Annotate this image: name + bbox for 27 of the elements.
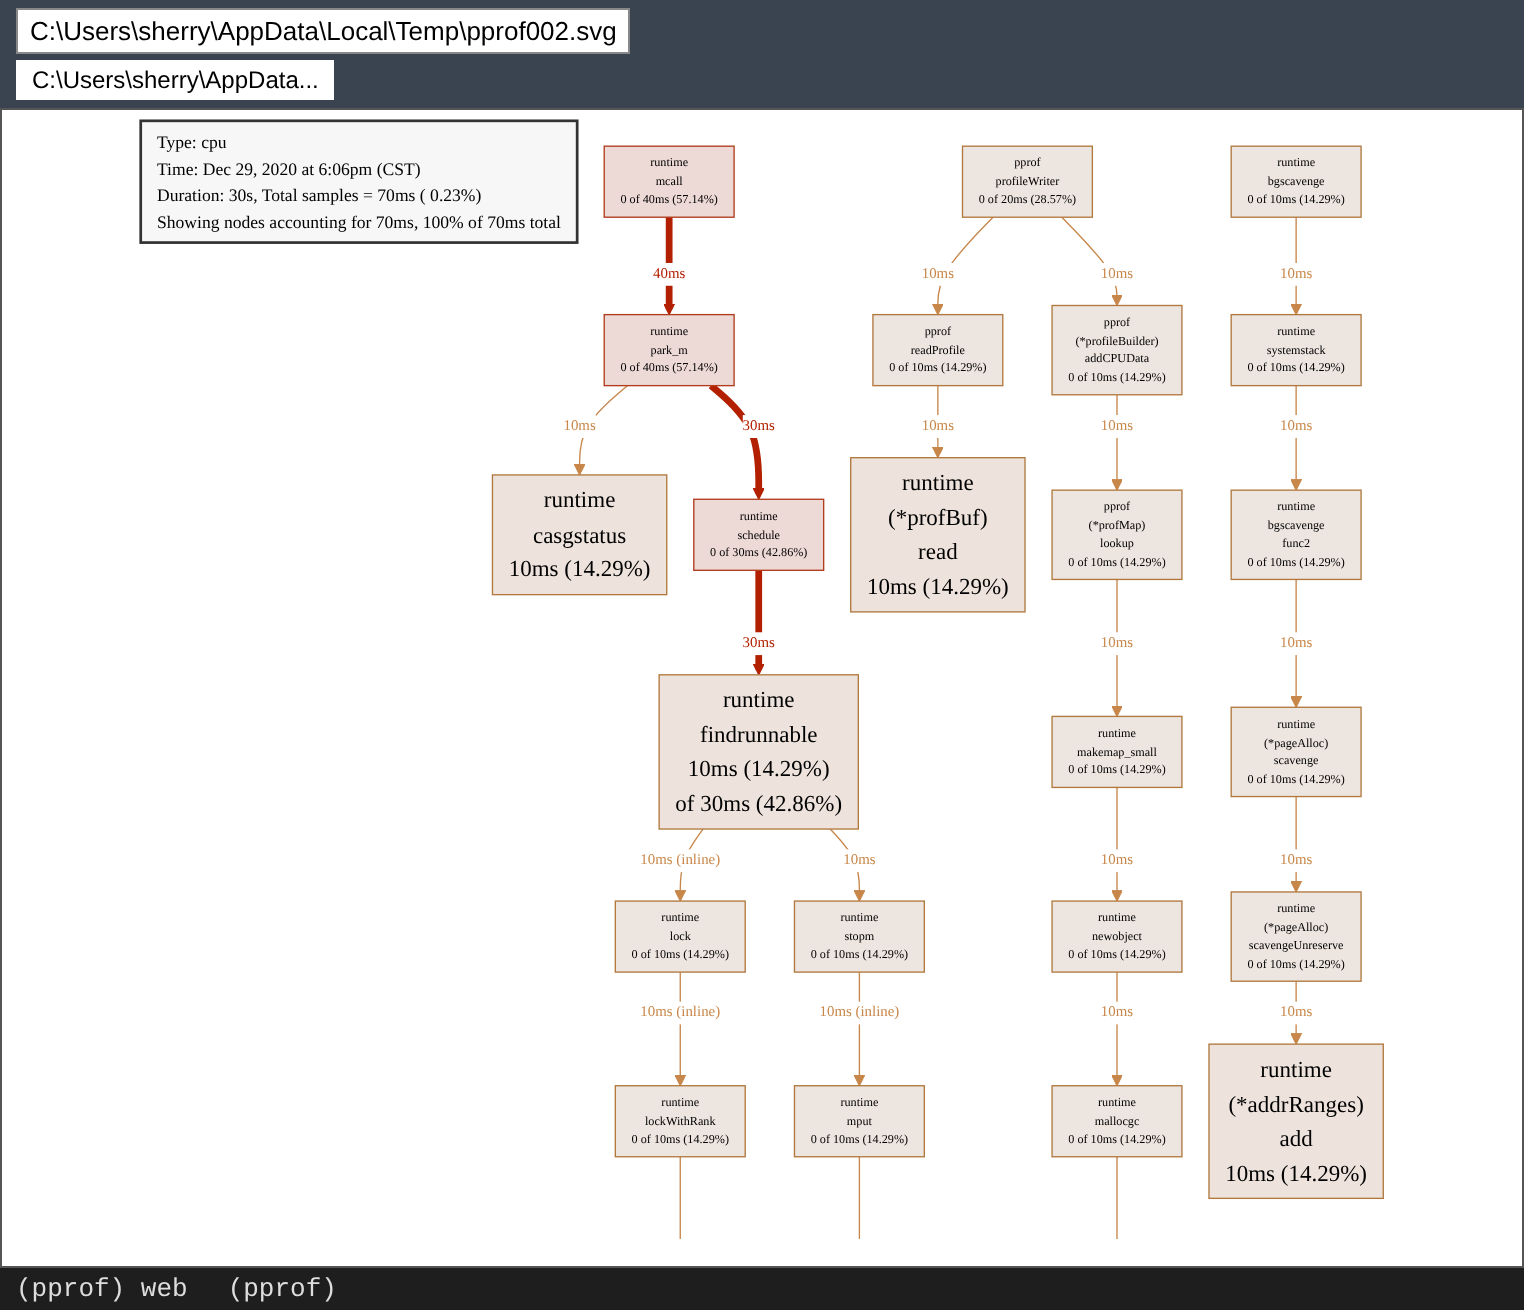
arrow <box>708 383 765 500</box>
arrow <box>1111 971 1123 1087</box>
node-box: runtime findrunnable 10ms (14.29%) of 30ms (42.86%) <box>658 674 859 830</box>
terminal-line: (pprof) web <box>16 1274 188 1304</box>
arrow <box>1111 578 1123 717</box>
arrow <box>1111 394 1123 491</box>
node-box: Type: cpu Time: Dec 29, 2020 at 6:06pm (CST) Duration: 30s, Total samples = 70ms ( 0.23%) Showing nodes accounting for 70ms, 100% of 70ms total <box>139 119 579 244</box>
connector <box>858 1156 861 1240</box>
connector <box>1116 1156 1118 1240</box>
connector <box>679 1156 681 1240</box>
arrow <box>752 570 765 676</box>
node-box: runtime (*addrRanges) add 10ms (14.29%) <box>1208 1043 1384 1200</box>
terminal-prompt: (pprof) <box>227 1274 337 1304</box>
arrow <box>1290 384 1303 491</box>
arrow <box>1111 786 1123 902</box>
browser-tab: C:\Users\sherry\AppData... <box>16 60 335 100</box>
arrow <box>931 216 994 316</box>
node-box: runtime casgstatus 10ms (14.29%) <box>491 474 668 596</box>
arrow <box>1290 795 1303 893</box>
arrow <box>1061 216 1123 307</box>
node-box: runtime (*profBuf) read 10ms (14.29%) <box>850 457 1026 613</box>
arrow <box>573 384 629 476</box>
arrow <box>1290 578 1303 708</box>
arrow <box>663 217 676 316</box>
arrow <box>1290 216 1303 316</box>
arrow <box>829 828 866 902</box>
address-bar: C:\Users\sherry\AppData\Local\Temp\pprof002.svg <box>16 8 631 54</box>
